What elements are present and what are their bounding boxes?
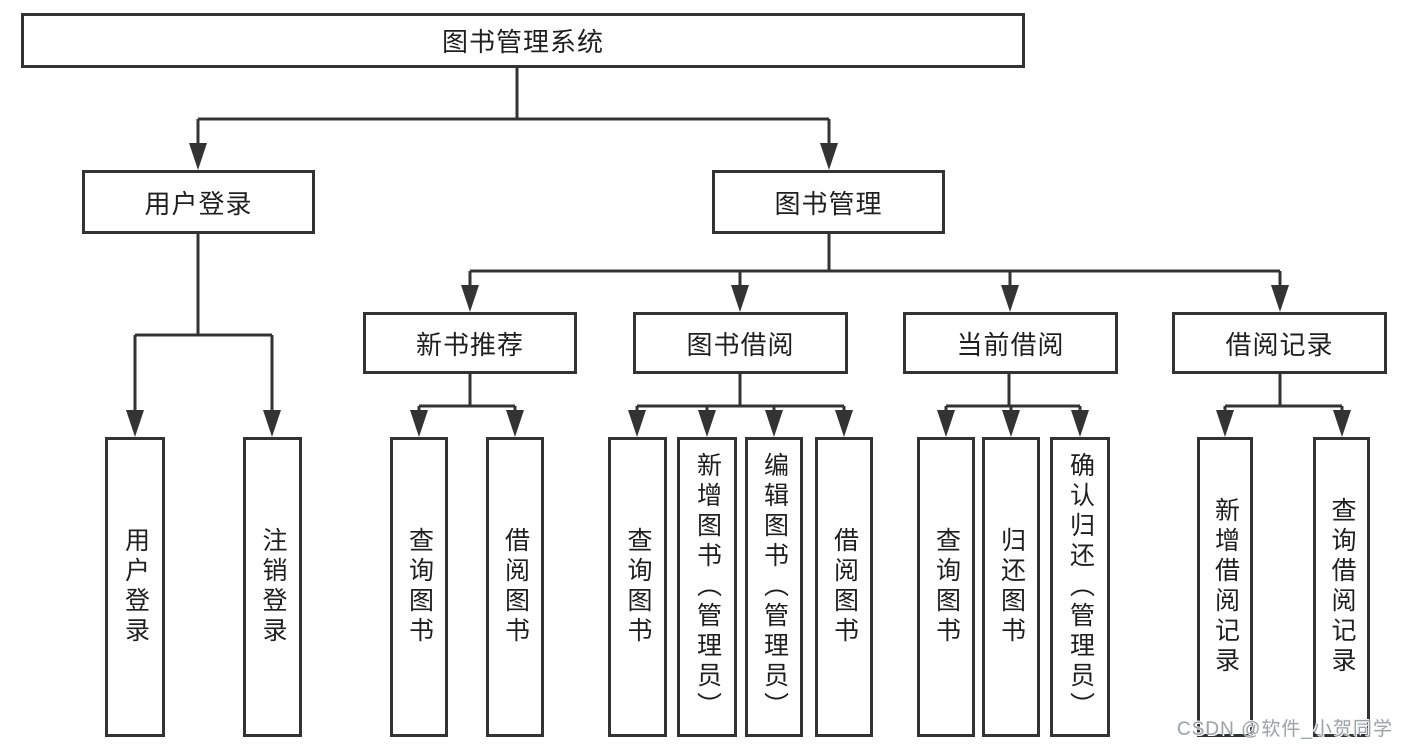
leaf-borrow-borrow-books: 借阅图书 [815, 437, 873, 737]
node-new-book-recommend: 新书推荐 [363, 312, 577, 374]
arrow-g2-query-books [410, 410, 428, 437]
leaf-current-return-books: 归还图书 [982, 437, 1040, 737]
node-root-label: 图书管理系统 [441, 27, 604, 57]
csdn-watermark: CSDN @软件_小贺同学 [1177, 719, 1393, 740]
node-root: 图书管理系统 [21, 13, 1025, 68]
arrowheads [126, 143, 1351, 437]
leaf-recommend-borrow-books-label: 借阅图书 [501, 527, 530, 647]
leaf-borrow-query-books-label: 查询图书 [624, 527, 652, 647]
leaf-logout: 注销登录 [243, 437, 302, 737]
leaf-borrow-query-books: 查询图书 [608, 437, 667, 737]
leaf-user-login: 用户登录 [105, 437, 165, 737]
connector-root [196, 68, 831, 146]
arrow-g5-add-record [1216, 410, 1234, 437]
leaf-borrow-borrow-books-label: 借阅图书 [830, 527, 859, 647]
node-current-borrow: 当前借阅 [903, 312, 1118, 374]
node-user-login-label: 用户登录 [144, 188, 253, 219]
node-book-management: 图书管理 [712, 170, 945, 234]
node-book-borrow: 图书借阅 [633, 312, 848, 374]
connector-current-borrow [944, 374, 1082, 413]
leaf-borrow-edit-books: 编辑图书（管理员） [745, 437, 803, 737]
leaf-records-query-record: 查询借阅记录 [1313, 437, 1370, 737]
connector-paths [133, 68, 1344, 413]
arrow-g2-borrow-books [506, 410, 524, 437]
connector-borrow-records [1223, 374, 1344, 413]
node-book-borrow-label: 图书借阅 [686, 329, 795, 360]
leaf-borrow-edit-books-label: 编辑图书（管理员） [760, 452, 789, 722]
leaf-records-query-record-label: 查询借阅记录 [1328, 497, 1356, 677]
arrow-g3-query-books [628, 410, 646, 437]
arrow-to-book-management [820, 143, 838, 170]
arrow-to-borrow-records [1271, 285, 1289, 312]
arrow-g3-add-books [698, 410, 716, 437]
leaf-current-confirm-return-label: 确认归还（管理员） [1066, 452, 1095, 722]
arrow-g4-query-books [937, 410, 955, 437]
arrow-g5-query-record [1333, 410, 1351, 437]
node-current-borrow-label: 当前借阅 [956, 329, 1065, 360]
leaf-borrow-add-books-label: 新增图书（管理员） [693, 452, 722, 722]
node-new-book-recommend-label: 新书推荐 [415, 329, 524, 360]
arrow-to-user-login [189, 143, 207, 170]
node-user-login: 用户登录 [82, 170, 315, 234]
node-book-management-label: 图书管理 [774, 188, 883, 219]
leaf-records-add-record: 新增借阅记录 [1197, 437, 1253, 737]
connector-user-login [133, 234, 274, 412]
arrow-g3-edit-books [765, 410, 783, 437]
leaf-recommend-query-books: 查询图书 [390, 437, 448, 737]
leaf-current-query-books-label: 查询图书 [932, 527, 961, 647]
connector-book-management [468, 234, 1282, 288]
leaf-borrow-add-books: 新增图书（管理员） [677, 437, 737, 737]
leaf-user-login-label: 用户登录 [121, 527, 150, 647]
arrow-to-leaf-logout [263, 410, 281, 437]
arrow-g3-borrow-books [835, 410, 853, 437]
connector-book-borrow [635, 374, 846, 413]
leaf-current-query-books: 查询图书 [917, 437, 975, 737]
leaf-records-add-record-label: 新增借阅记录 [1211, 497, 1240, 677]
leaf-recommend-borrow-books: 借阅图书 [486, 437, 544, 737]
node-borrow-records-label: 借阅记录 [1225, 329, 1334, 360]
node-borrow-records: 借阅记录 [1172, 312, 1387, 374]
leaf-current-confirm-return: 确认归还（管理员） [1050, 437, 1110, 737]
leaf-current-return-books-label: 归还图书 [997, 527, 1026, 647]
arrow-to-current-borrow [1001, 285, 1019, 312]
arrow-g4-return-books [1002, 410, 1020, 437]
leaf-recommend-query-books-label: 查询图书 [405, 527, 434, 647]
connector-new-book-recommend [417, 374, 517, 413]
arrow-to-leaf-user-login [126, 410, 144, 437]
arrow-to-book-borrow [731, 285, 749, 312]
arrow-g4-confirm-return [1071, 410, 1089, 437]
leaf-logout-label: 注销登录 [259, 527, 287, 647]
arrow-to-new-book-recommend [461, 285, 479, 312]
